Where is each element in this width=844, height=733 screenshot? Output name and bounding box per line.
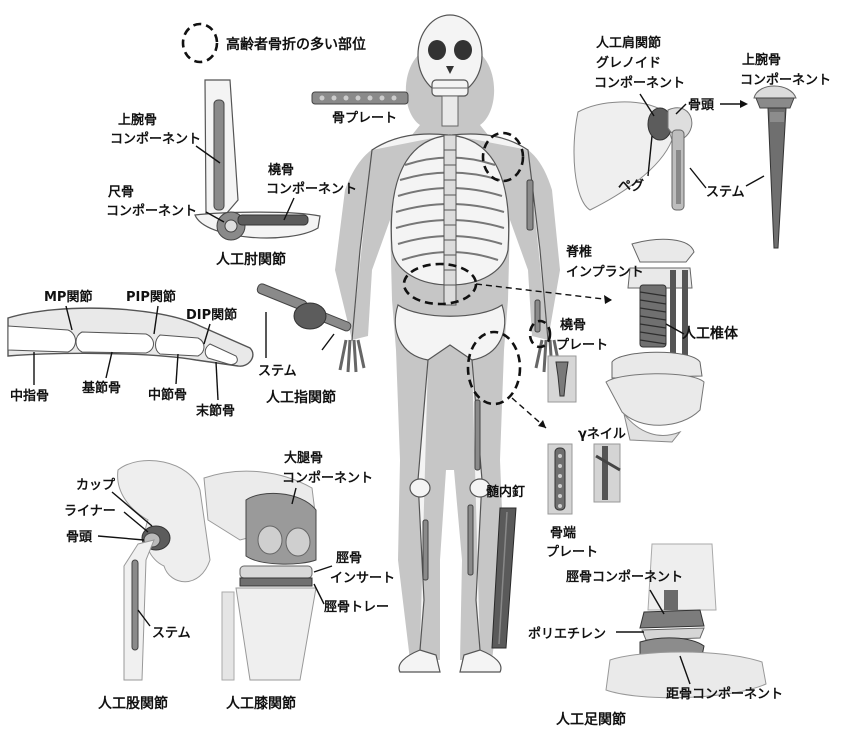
label-tibial-tray: 脛骨トレー (324, 600, 389, 615)
label-pip-joint: PIP関節 (126, 289, 176, 305)
label-dip-joint: DIP関節 (186, 307, 237, 323)
label-hip-stem: ステム (152, 626, 191, 641)
label-tibial-insert-1: 脛骨 (336, 551, 362, 566)
label-radius-plate-1: 橈骨 (560, 317, 586, 333)
label-end-plate-1: 骨端 (550, 525, 576, 541)
label-shoulder-stem: ステム (706, 185, 745, 200)
label-ankle-title: 人工足関節 (556, 711, 626, 728)
label-femoral-2: コンポーネント (282, 470, 373, 486)
label-hip-head: 骨頭 (66, 530, 93, 545)
label-polyethylene: ポリエチレン (528, 626, 606, 642)
label-radius-plate-2: プレート (556, 338, 608, 353)
label-distal-phalanx: 末節骨 (195, 403, 235, 419)
label-spine-implant-1: 脊椎 (565, 244, 592, 260)
label-elbow-ulna-1: 尺骨 (108, 185, 134, 200)
label-proximal-phalanx: 基節骨 (81, 380, 121, 396)
label-im-nail: 髄内釘 (486, 484, 525, 500)
label-gamma-nail: γネイル (578, 427, 626, 442)
finger-implant-illustration (256, 283, 352, 333)
label-finger-stem: ステム (258, 364, 297, 379)
label-finger-title: 人工指関節 (266, 389, 336, 406)
radius-plate-illustration (548, 356, 576, 402)
humeral-component-illustration (754, 86, 796, 248)
label-ankle-tibial-comp: 脛骨コンポーネント (566, 569, 683, 585)
label-hip-liner: ライナー (64, 504, 116, 519)
label-elbow-humerus-1: 上腕骨 (118, 112, 157, 128)
label-hip-title: 人工股関節 (98, 695, 168, 712)
label-bone-plate: 骨プレート (332, 111, 397, 126)
label-hip-cup: カップ (76, 478, 116, 493)
label-shoulder-head: 骨頭 (688, 98, 715, 113)
label-elbow-title: 人工肘関節 (216, 251, 286, 268)
label-humeral-1: 上腕骨 (742, 52, 781, 68)
label-glenoid-1: グレノイド (596, 55, 661, 71)
label-knee-title: 人工膝関節 (226, 695, 296, 712)
hip-illustration (118, 460, 210, 680)
label-elbow-radius-1: 橈骨 (268, 162, 294, 178)
label-vertebral-body: 人工椎体 (682, 325, 739, 342)
label-end-plate-2: プレート (546, 545, 598, 560)
label-elbow-ulna-2: コンポーネント (106, 203, 197, 219)
label-middle-phalanx: 中節骨 (148, 387, 187, 403)
label-femoral-1: 大腿骨 (284, 450, 323, 466)
end-plate-illustration (548, 444, 572, 514)
label-glenoid-2: コンポーネント (594, 75, 685, 91)
label-elbow-radius-2: コンポーネント (266, 181, 357, 197)
label-humeral-2: コンポーネント (740, 72, 831, 88)
label-shoulder-peg: ペグ (618, 178, 644, 194)
legend-text: 高齢者骨折の多い部位 (226, 36, 366, 53)
spine (444, 135, 456, 305)
label-spine-implant-2: インプラント (566, 265, 644, 280)
gamma-nail-illustration (594, 444, 620, 502)
label-shoulder-title: 人工肩関節 (596, 35, 661, 51)
label-tibial-insert-2: インサート (330, 571, 395, 586)
knee-illustration (204, 471, 316, 680)
label-mp-joint: MP関節 (44, 289, 92, 305)
label-elbow-humerus-2: コンポーネント (110, 131, 201, 147)
label-metacarpal: 中指骨 (10, 388, 49, 404)
label-talar-comp: 距骨コンポーネント (666, 686, 783, 702)
bone-plate-illustration (312, 92, 408, 104)
legend-marker-circle (183, 24, 217, 62)
